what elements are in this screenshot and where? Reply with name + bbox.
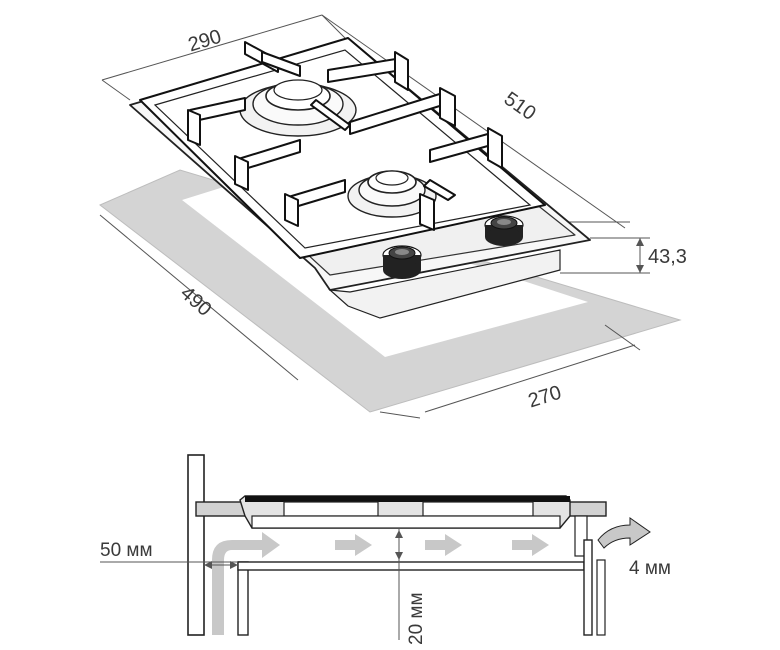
dimension-50mm: 50 мм [100,540,238,569]
small-burner [347,170,437,218]
control-knob-right [484,215,524,246]
dimension-43-3-label: 43,3 [648,246,687,268]
dimension-20mm: 20 мм [395,528,427,645]
cabinet-front [583,539,593,636]
dimension-270-label: 270 [526,382,564,413]
dimension-4mm-label: 4 мм [629,558,671,579]
cabinet-shelf [237,561,585,571]
dimension-20mm-label: 20 мм [406,592,427,645]
cabinet-side [237,561,249,636]
dimension-510-label: 510 [500,88,540,125]
dimension-290-label: 290 [186,26,224,57]
dimension-50mm-label: 50 мм [100,540,153,561]
pan-support-bars [187,41,503,231]
wall [187,454,205,636]
hob-isometric-drawing: 290 510 43,3 490 270 [99,14,687,419]
airflow-arrows [212,517,651,635]
control-knob-left [382,245,422,279]
hob-body-underside [328,249,561,319]
installation-cross-section: 50 мм 20 мм 4 мм [100,454,671,645]
dimension-43-3: 43,3 [560,237,687,274]
